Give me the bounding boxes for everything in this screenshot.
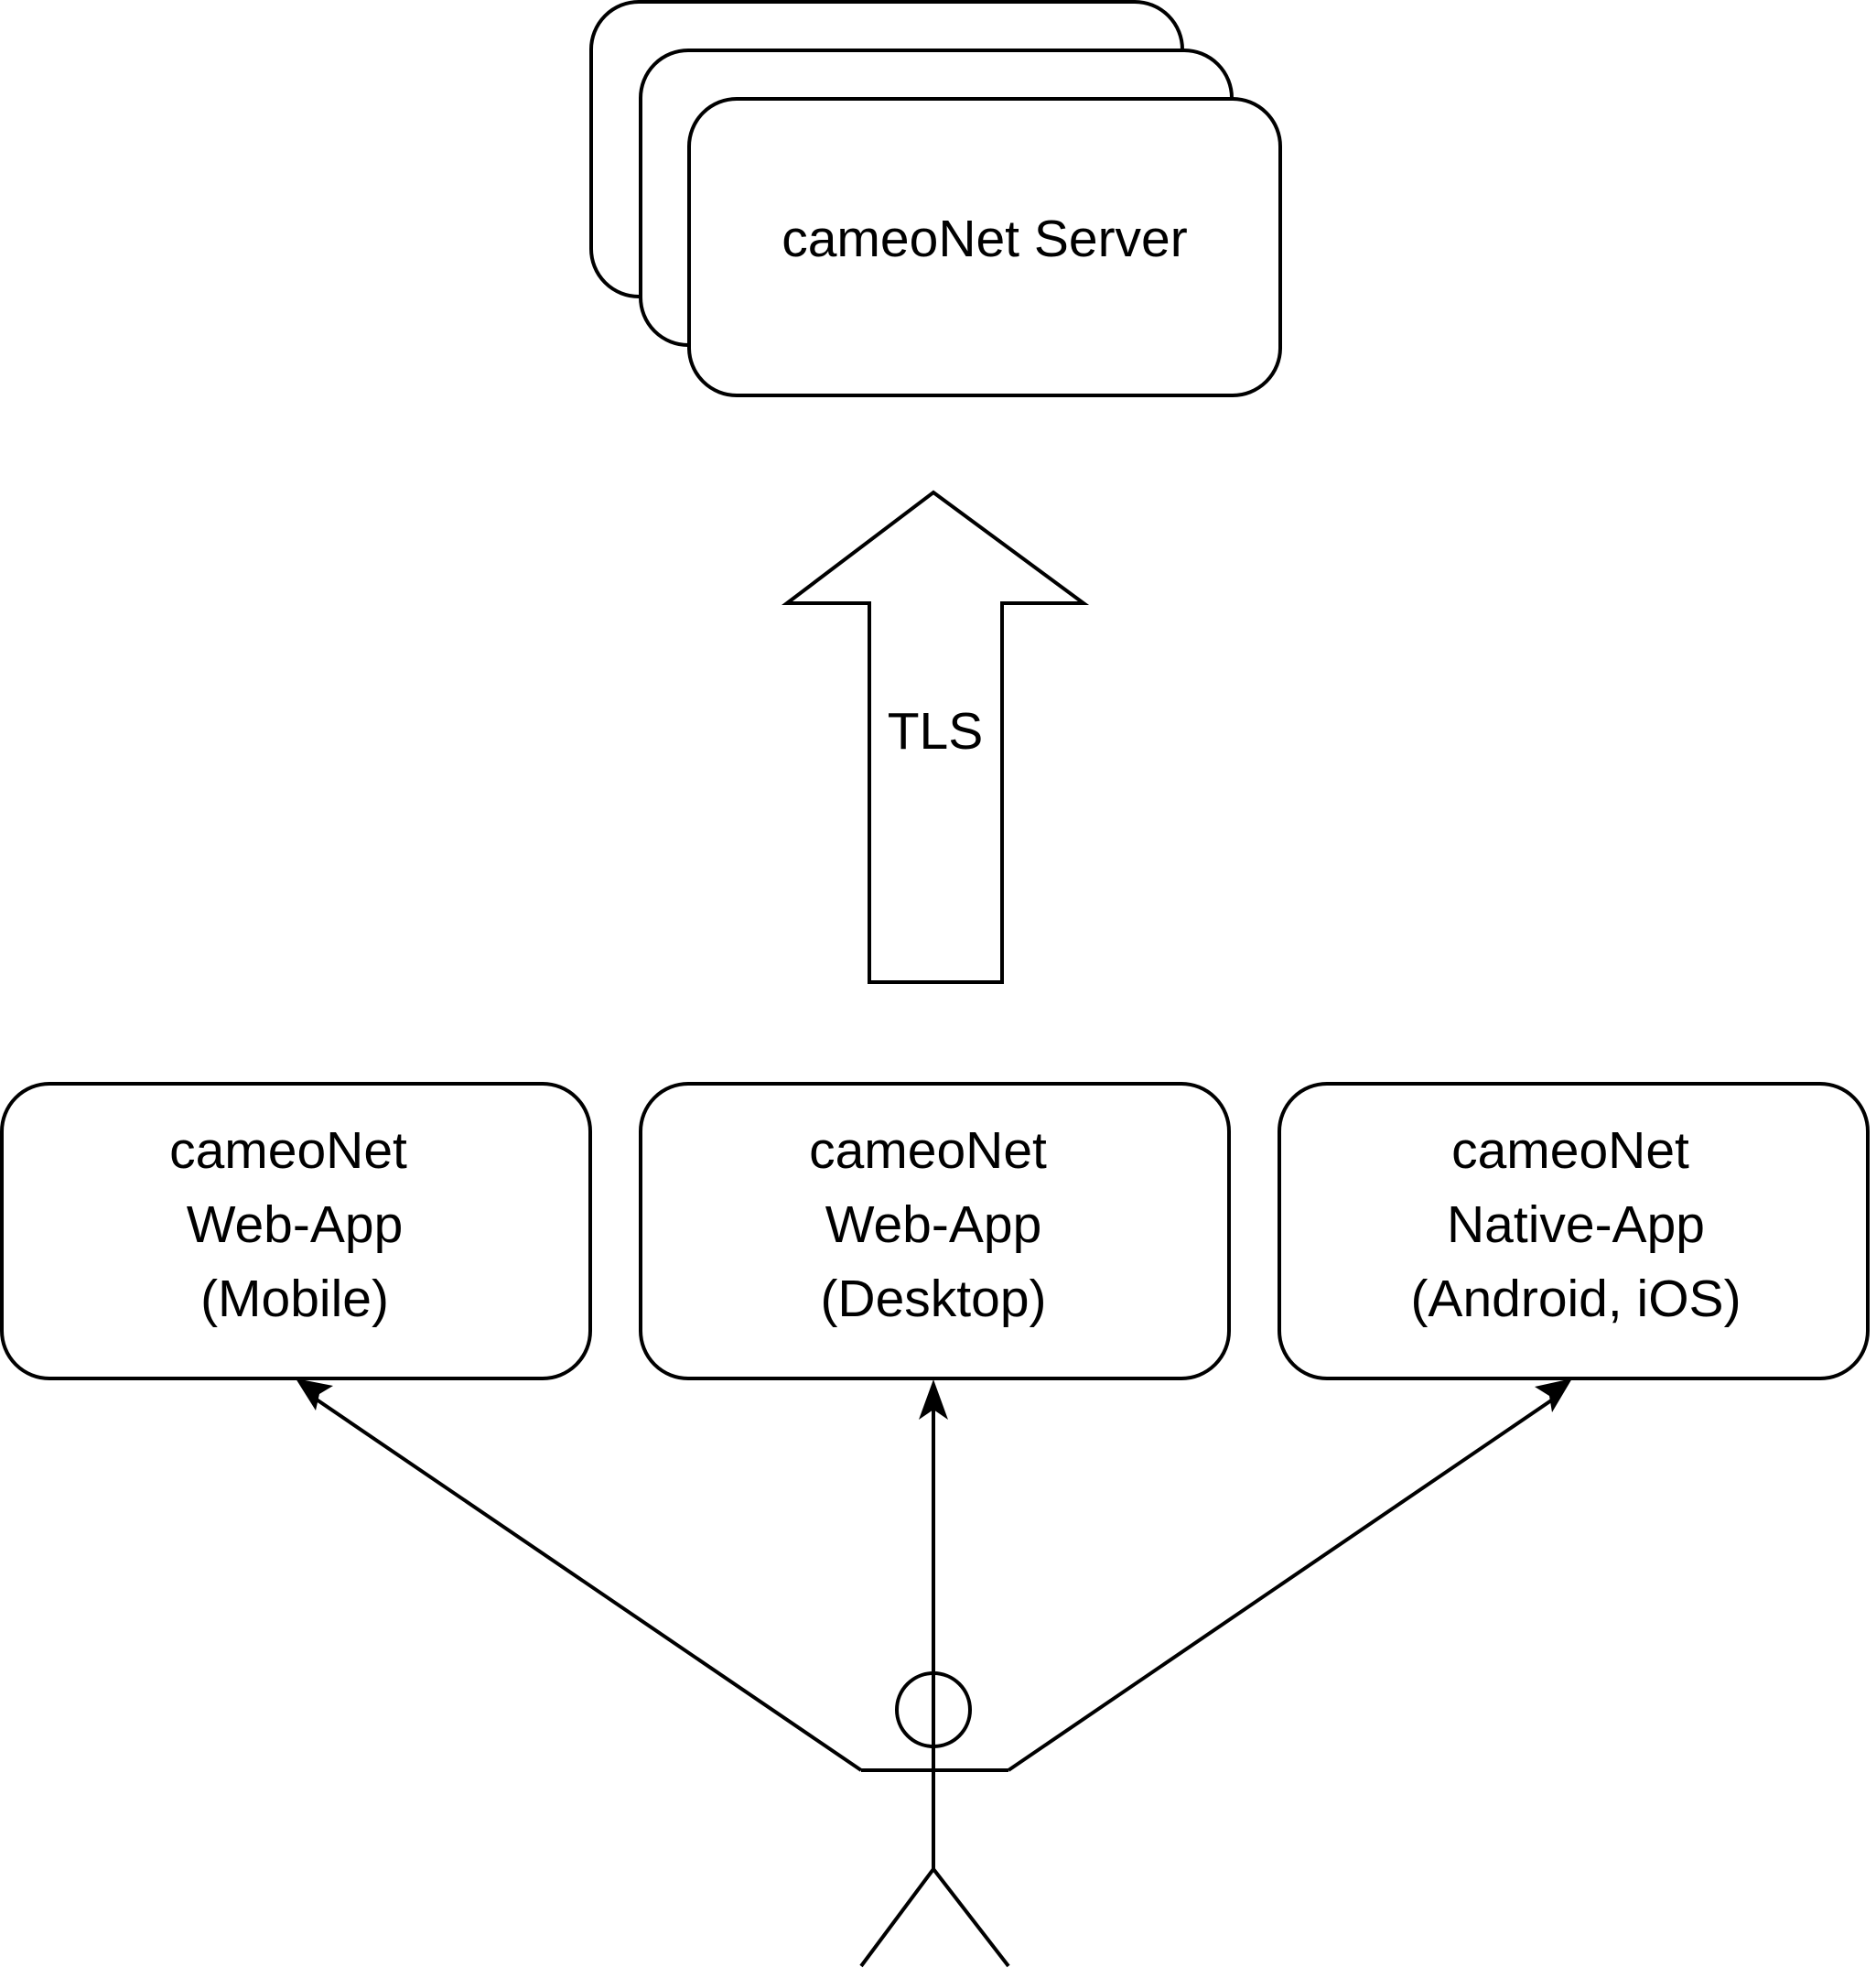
server-stack: cameoNet Server [589, 0, 1282, 397]
server-card-front [687, 97, 1282, 397]
client-desktop-line-3: (Desktop) [820, 1270, 1046, 1328]
client-native-line-2: Native-App [1447, 1195, 1705, 1254]
arrow-user-to-native [1007, 1395, 1558, 1772]
client-web-app-mobile: cameoNet Web-App (Mobile) [0, 1082, 592, 1380]
client-desktop-line-1: cameoNet [809, 1121, 1047, 1180]
client-native-app: cameoNet Native-App (Android, iOS) [1278, 1082, 1870, 1380]
server-label: cameoNet Server [782, 210, 1188, 268]
stick-figure-user-icon [859, 1671, 1010, 1968]
client-desktop-line-2: Web-App [825, 1195, 1042, 1254]
user-connections [296, 1378, 1572, 1772]
client-mobile-line-2: Web-App [187, 1195, 404, 1254]
arrowhead-native-icon [1535, 1378, 1572, 1412]
client-native-line-3: (Android, iOS) [1410, 1270, 1741, 1328]
client-web-app-desktop: cameoNet Web-App (Desktop) [639, 1082, 1231, 1380]
client-apps: cameoNet Web-App (Mobile) cameoNet Web-A… [0, 1082, 1870, 1380]
arrowhead-mobile-icon [296, 1378, 333, 1411]
arrow-user-to-mobile [309, 1394, 863, 1772]
client-mobile-line-1: cameoNet [169, 1121, 407, 1180]
tls-connection-arrow: TLS [782, 490, 1090, 984]
arrowhead-desktop-icon [919, 1379, 948, 1420]
user-left-leg [859, 1867, 935, 1968]
client-native-line-1: cameoNet [1451, 1121, 1689, 1180]
client-mobile-line-3: (Mobile) [200, 1270, 389, 1328]
tls-block-arrow-shape [782, 490, 1090, 984]
client-box-native [1278, 1082, 1870, 1380]
client-box-mobile [0, 1082, 592, 1380]
tls-label: TLS [888, 702, 984, 761]
client-box-desktop [639, 1082, 1231, 1380]
user-right-leg [932, 1867, 1010, 1968]
